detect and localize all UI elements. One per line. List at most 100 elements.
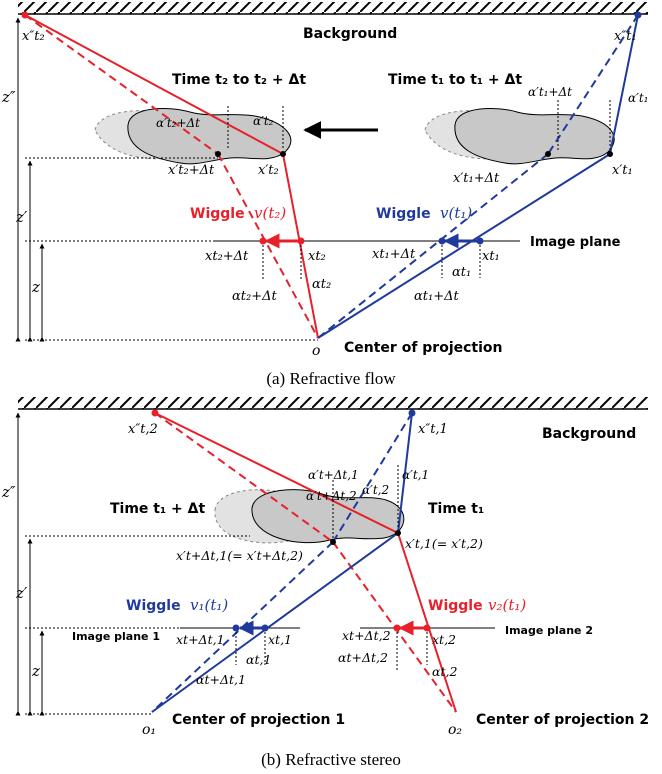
red-ray-solid-a: [24, 14, 284, 155]
caption-b: (b) Refractive stereo: [261, 750, 401, 769]
blue-ray-solid-a: [609, 14, 639, 155]
point-x-dt1: [232, 624, 240, 632]
label-z1-a: z′: [15, 208, 28, 226]
image-plane-2-label: Image plane 2: [505, 624, 593, 637]
time-right-a: Time t₁ to t₁ + Δt: [388, 72, 522, 88]
point-xp-t-b: [395, 530, 401, 536]
blue-ray-solid-b: [317, 153, 611, 339]
label-x-t2: xt₂: [308, 249, 326, 264]
guides-a: [25, 100, 611, 341]
label-xp-t1-dt: x′t₁+Δt: [453, 171, 500, 186]
point-x-t2: [297, 237, 305, 245]
background-hatch-b: [18, 397, 648, 409]
point-x-t2-b: [423, 624, 431, 632]
panel-b: Background: [1, 397, 649, 769]
wiggle-word-blue-a: Wiggle: [376, 206, 431, 222]
label-xp-t2: x′t₂: [258, 163, 279, 178]
label-xp-t2-dt: x′t₂+Δt: [168, 163, 215, 178]
point-x-dt2: [393, 624, 401, 632]
point-bg-red-b: [151, 409, 159, 417]
center-label-a: Center of projection: [344, 340, 503, 356]
label-xp-t1: x′t₁: [612, 163, 633, 178]
point-bg-red-a: [21, 11, 29, 19]
wiggle-word-blue-b: Wiggle: [126, 598, 181, 614]
blob-b: [251, 489, 405, 544]
origin-label-a: o: [312, 343, 320, 359]
label-a-dt1: αt+Δt,1: [196, 672, 246, 687]
label-a-t2-dt: αt₂+Δt: [232, 289, 277, 304]
label-x-t1-bg: x″t₁: [614, 29, 637, 44]
label-a-t2-b: αt,2: [432, 664, 457, 679]
label-a-p-t2-b: α′t,2: [362, 483, 389, 497]
red-ray-solid-d: [397, 532, 457, 713]
label-z2-b: z″: [1, 483, 16, 501]
label-a-t1: αt₁: [452, 265, 471, 280]
label-xp-dt-b: x′t+Δt,1(= x′t+Δt,2): [176, 548, 303, 563]
red-ray-solid-c: [154, 412, 399, 534]
wiggle-fn-blue-b: v₁(t₁): [190, 596, 228, 614]
panel-a: Background: [1, 2, 648, 388]
label-x-t1: xt₁: [482, 249, 500, 264]
label-x-t2-dt: xt₂+Δt: [205, 249, 249, 264]
label-a-p-dt1: α′t+Δt,1: [308, 468, 359, 482]
blob-right-a: [454, 107, 615, 165]
point-xp-dt-b: [330, 539, 336, 545]
image-plane-1-label: Image plane 1: [72, 630, 160, 643]
point-x-t1-b: [261, 624, 269, 632]
time-right-b: Time t₁: [428, 501, 484, 517]
background-hatch-a: [18, 2, 648, 14]
label-z0-a: z: [31, 278, 40, 296]
wiggle-fn-red-b: v₂(t₁): [488, 596, 526, 614]
label-z1-b: z′: [15, 584, 28, 602]
time-left-a: Time t₂ to t₂ + Δt: [172, 72, 306, 88]
label-xp-t-b: x′t,1(= x′t,2): [405, 536, 483, 551]
guides-b: [25, 465, 428, 715]
wiggle-fn-red-a: v(t₂): [254, 204, 286, 222]
blue-ray-solid-c: [397, 412, 413, 534]
blue-ray-dashed-a: [547, 14, 639, 155]
label-a-p-t1-b: α′t,1: [402, 468, 429, 482]
wiggle-word-red-a: Wiggle: [190, 206, 245, 222]
label-a-dt2: αt+Δt,2: [338, 650, 388, 665]
label-a-p-dt2: α′t+Δt,2: [306, 489, 357, 503]
label-a-p-t1-dt: α′t₁+Δt: [528, 85, 572, 99]
point-xp-t2-dt: [215, 151, 221, 157]
label-a-t1-dt: αt₁+Δt: [414, 289, 459, 304]
label-a-p-t2-dt: α′t₂+Δt: [156, 116, 200, 130]
background-label-a: Background: [303, 26, 397, 42]
label-x-dt2: xt+Δt,2: [342, 628, 391, 643]
label-x-t1-b: xt,1: [268, 632, 292, 647]
point-bg-blue-b: [408, 409, 416, 417]
red-ray-dashed-c: [154, 412, 334, 543]
label-x-t2-b: xt,2: [432, 632, 456, 647]
center-1-label: Center of projection 1: [172, 712, 345, 728]
center-2-label: Center of projection 2: [476, 712, 649, 728]
blue-ray-solid-d: [151, 532, 399, 713]
image-plane-label-a: Image plane: [530, 235, 621, 250]
point-x-t1-dt: [438, 237, 446, 245]
label-a-p-t1: α′t₁: [628, 91, 648, 105]
label-z2-a: z″: [1, 88, 16, 106]
background-label-b: Background: [542, 426, 636, 442]
red-ray-dashed-a: [24, 14, 219, 155]
origin-2-label: o₂: [448, 722, 462, 738]
point-xp-t1: [607, 151, 613, 157]
label-a-t2: αt₂: [312, 277, 331, 292]
origin-1-label: o₁: [142, 722, 156, 738]
label-a-t1-b: αt,1: [246, 652, 271, 667]
wiggle-word-red-b: Wiggle: [428, 598, 483, 614]
label-x-dt1: xt+Δt,1: [176, 632, 225, 647]
point-xp-t2: [280, 151, 286, 157]
caption-a: (a) Refractive flow: [266, 369, 396, 388]
label-a-p-t2: α′t₂: [253, 114, 274, 128]
point-x-t2-dt: [259, 237, 267, 245]
label-z0-b: z: [31, 662, 40, 680]
label-x-t1-bg-b: x″t,1: [418, 422, 448, 437]
label-x-t2-bg: x″t₂: [22, 29, 45, 44]
time-left-b: Time t₁ + Δt: [110, 501, 205, 517]
red-ray-dashed-b: [217, 153, 319, 339]
point-x-t1: [476, 237, 484, 245]
point-bg-blue-a: [634, 11, 642, 19]
label-x-t1-dt: xt₁+Δt: [372, 247, 416, 262]
